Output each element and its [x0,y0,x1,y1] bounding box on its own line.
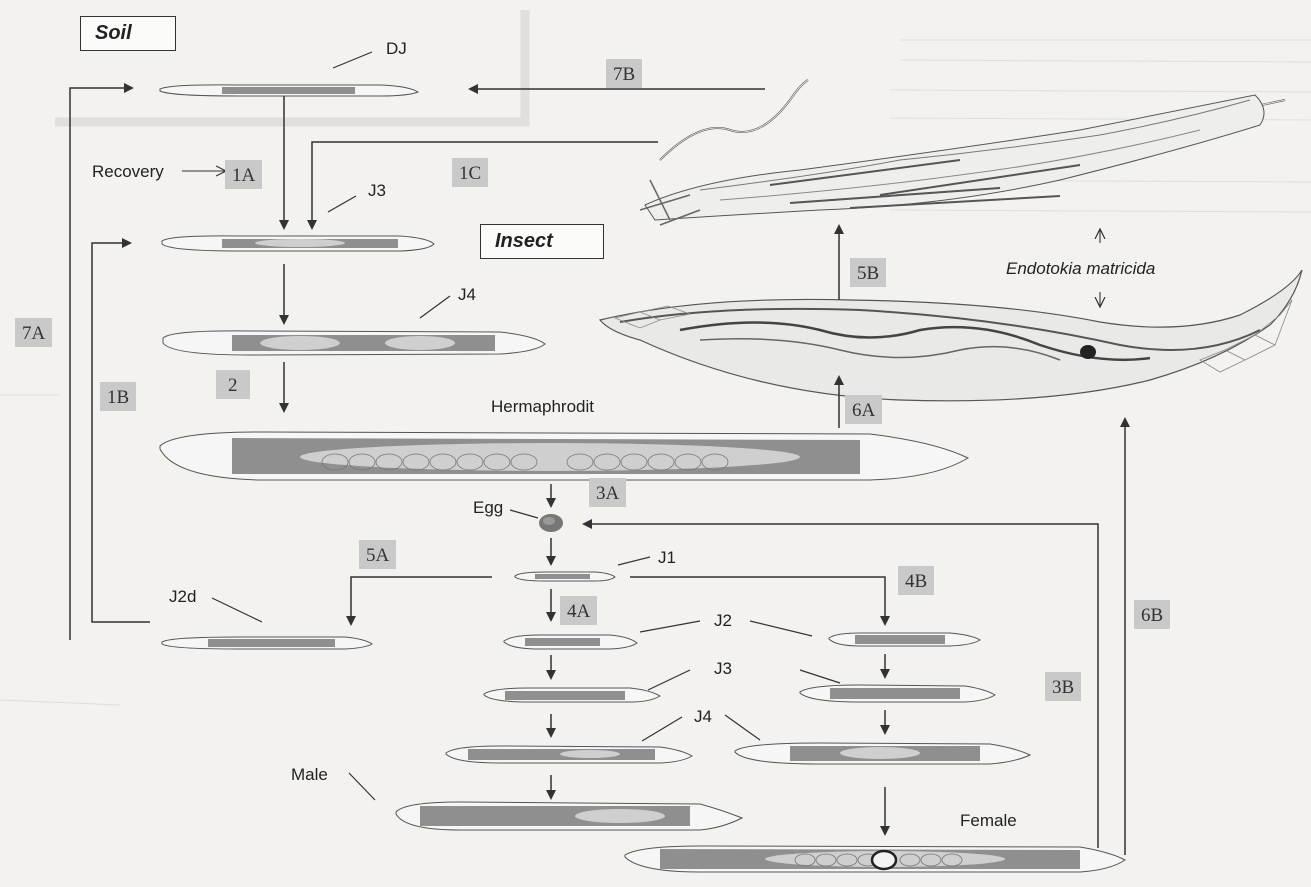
step-6b: 6B [1134,600,1170,629]
label-recovery: Recovery [92,163,164,180]
nematode-hermaphrodite [160,432,968,480]
nematode-j4-female-line [735,743,1030,764]
nematode-j4-hermaphrodite-line [446,746,692,763]
step-7b: 7B [606,59,642,88]
soil-label: Soil [80,16,176,51]
egg-glyph [539,514,563,532]
nematode-j2-female-line [829,633,980,646]
label-hermaphrodit: Hermaphrodit [491,398,594,415]
nematode-j2d [162,637,372,649]
step-5a: 5A [359,540,396,569]
step-1b: 1B [100,382,136,411]
step-6a: 6A [845,395,882,424]
insect-cadaver-juveniles [640,95,1264,225]
step-1c: 1C [452,158,488,187]
step-2: 2 [216,370,250,399]
nematode-male [396,802,742,830]
label-egg: Egg [473,499,503,516]
label-j4-top: J4 [458,286,476,303]
endotokia-adult [600,270,1302,401]
label-female: Female [960,812,1017,829]
label-j2: J2 [714,612,732,629]
label-j2d: J2d [169,588,196,605]
step-4a: 4A [560,596,597,625]
nematode-j3-top [162,236,434,251]
label-j4: J4 [694,708,712,725]
label-endotokia-matricida: Endotokia matricida [1006,260,1155,277]
step-3b: 3B [1045,672,1081,701]
step-4b: 4B [898,566,934,595]
label-j3-top: J3 [368,182,386,199]
step-3a: 3A [589,478,626,507]
step-1a: 1A [225,160,262,189]
label-j3: J3 [714,660,732,677]
nematode-j2-hermaphrodite-line [504,635,637,649]
nematode-dauer-juvenile [160,85,418,96]
insect-label: Insect [480,224,604,259]
label-j1: J1 [658,549,676,566]
nematode-j3-female-line [800,685,995,702]
step-5b: 5B [850,258,886,287]
nematode-female [625,846,1125,872]
nematode-j1 [515,572,615,581]
label-male: Male [291,766,328,783]
nematode-j3-hermaphrodite-line [484,688,660,702]
nematode-j4-top [163,331,545,355]
step-7a: 7A [15,318,52,347]
label-dj: DJ [386,40,407,57]
